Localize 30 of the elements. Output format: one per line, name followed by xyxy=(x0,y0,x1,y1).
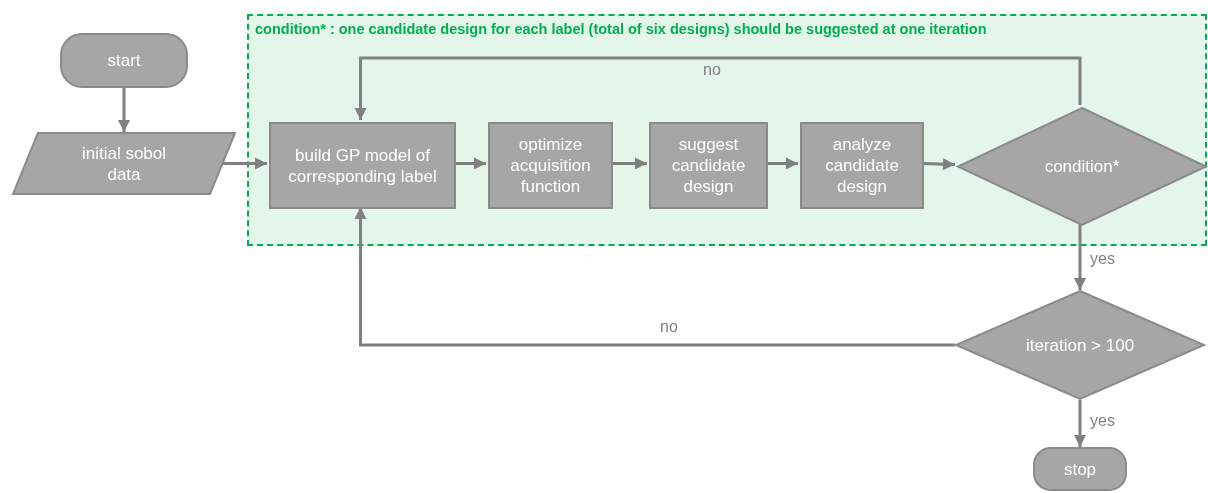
decision-diamond xyxy=(955,290,1205,400)
node-label: stop xyxy=(1063,458,1097,480)
process-box xyxy=(800,122,924,209)
node-label: analyze candidate design xyxy=(824,134,900,197)
arrow xyxy=(118,88,130,132)
node-label: condition* xyxy=(1044,156,1120,177)
node-label: iteration > 100 xyxy=(1025,334,1135,356)
arrow xyxy=(223,157,267,170)
node-label: initial sobol data xyxy=(80,142,168,185)
condition-region xyxy=(247,14,1207,246)
terminal-box xyxy=(60,33,188,88)
arrow xyxy=(354,207,955,347)
arrow xyxy=(1074,224,1086,290)
edge-label: yes xyxy=(1090,250,1115,268)
process-box xyxy=(649,122,768,209)
edge-label: yes xyxy=(1090,412,1115,430)
edge-label: no xyxy=(703,61,721,79)
data-parallelogram xyxy=(12,132,236,195)
arrow xyxy=(1074,400,1086,447)
arrow xyxy=(354,56,1082,120)
decision-diamond xyxy=(957,107,1207,226)
node-label: build GP model of corresponding label xyxy=(287,144,438,187)
node-label: start xyxy=(107,50,141,71)
terminal-box xyxy=(1033,447,1127,491)
node-label: optimize acquisition function xyxy=(509,134,592,197)
edge-label: no xyxy=(660,318,678,336)
region-heading: condition* : one candidate design for each label (total of six designs) should be suggested at one iteration xyxy=(255,21,987,37)
node-label: suggest candidate design xyxy=(670,134,747,197)
process-box xyxy=(269,122,456,209)
process-box xyxy=(488,122,613,209)
